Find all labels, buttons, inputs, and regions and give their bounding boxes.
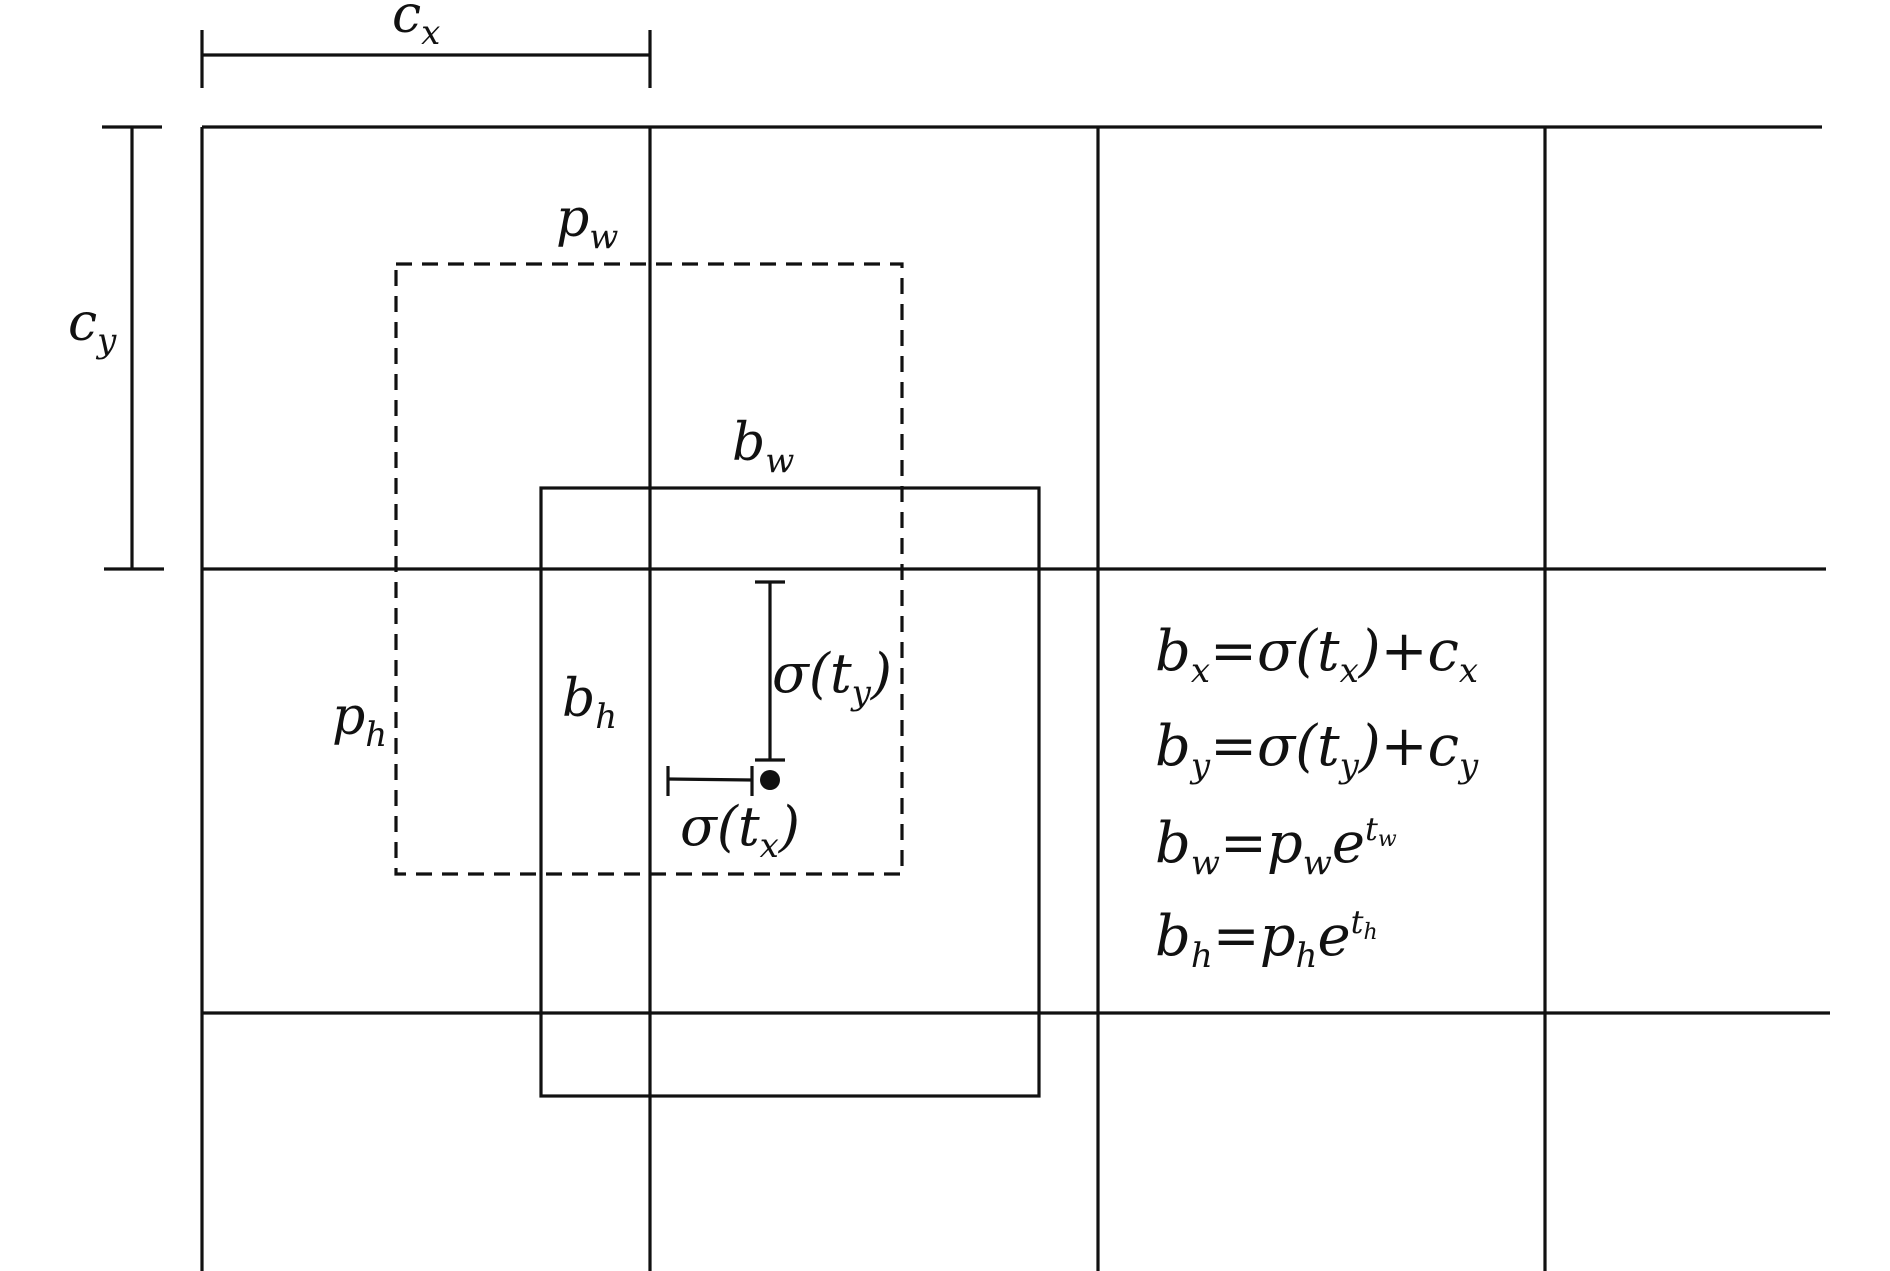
label-bw: bw [732,413,794,481]
predicted-box [539,486,1041,1098]
equations: bx=σ(tx)+cx by=σ(ty)+cy bw=pwetw bh=phet… [1155,619,1479,976]
label-cx: cx [392,0,440,53]
cx-dimension [200,30,652,88]
sigma-tx-bar [667,777,753,782]
sigma-ty-marker [755,580,785,762]
label-bh: bh [562,669,617,737]
box-center-dot [760,770,780,790]
label-cy: cy [68,293,117,361]
grid [200,125,1830,1271]
equation-bx: bx=σ(tx)+cx [1155,619,1478,691]
label-ph: ph [332,687,387,755]
equation-bh: bh=pheth [1155,903,1378,976]
equation-bw: bw=pwetw [1155,810,1397,883]
label-sigma-tx: σ(tx) [680,795,800,866]
label-pw: pw [556,189,618,257]
sigma-tx-marker [666,766,754,796]
equation-by: by=σ(ty)+cy [1155,714,1479,786]
label-sigma-ty: σ(ty) [772,642,892,713]
prior-box [394,262,904,876]
cy-dimension [102,125,164,571]
